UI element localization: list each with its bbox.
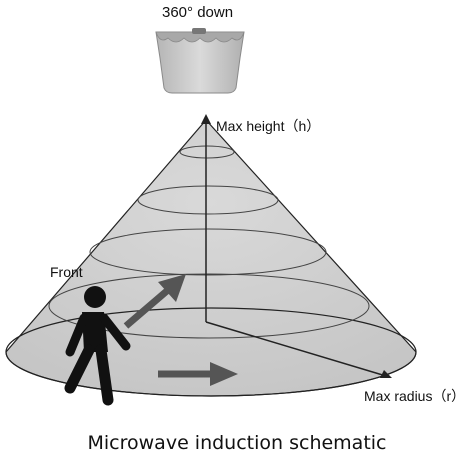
sensor-direction-label: 360° down [162, 4, 234, 21]
diagonal-arrow [123, 274, 186, 329]
cone-ring-2 [137, 185, 279, 215]
axes [201, 114, 392, 378]
max-radius-label: Max radius（r） [364, 388, 466, 404]
front-label: Front [50, 264, 83, 280]
horizontal-arrow [158, 362, 238, 386]
caption: Microwave induction schematic [87, 432, 387, 454]
max-height-label: Max height（h） [216, 118, 321, 134]
ceiling-sensor-icon [155, 28, 245, 94]
walking-person-icon [64, 286, 131, 406]
cone-ring-1 [179, 145, 235, 159]
cone-base-ring [5, 307, 417, 397]
radius-axis [205, 321, 387, 377]
cone-ring-4 [48, 273, 370, 339]
cone-ring-3 [89, 228, 327, 276]
